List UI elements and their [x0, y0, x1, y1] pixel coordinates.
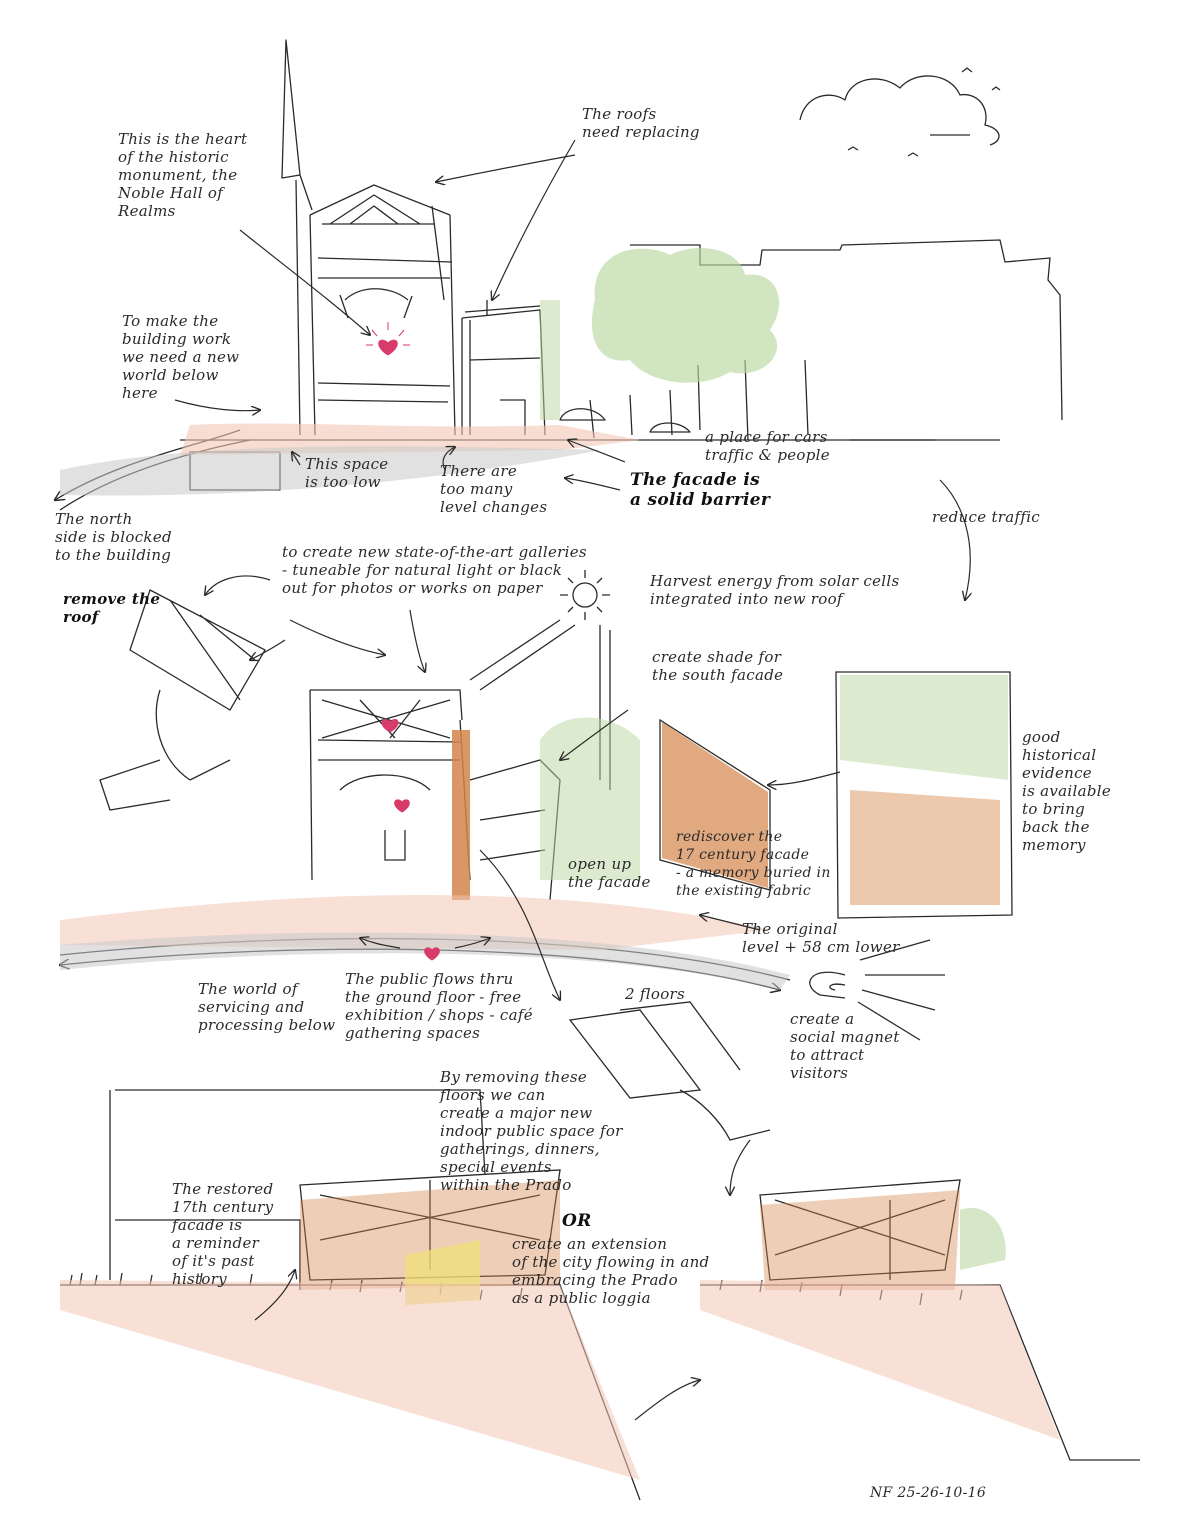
car-sketch: [559, 408, 691, 433]
orange-column-wash: [452, 730, 470, 900]
bird-sketch: [847, 67, 1001, 157]
atrium-left-wash: [300, 1180, 560, 1290]
roof-panel-sketch: [129, 589, 266, 711]
heart-rays: [366, 322, 410, 346]
color-washes-2: [60, 675, 1008, 990]
note-shade-south: create shade for the south facade: [652, 648, 784, 684]
heart-icon: [378, 339, 398, 356]
hand-sketch: [99, 689, 231, 811]
note-social-magnet: create a social magnet to attract visito…: [790, 1010, 900, 1082]
green-tree-wash: [591, 247, 780, 383]
note-heart-of-monument: This is the heart of the historic monume…: [118, 130, 248, 220]
section-1-leader-arrows: [174, 139, 970, 600]
sun-rays: [560, 570, 610, 620]
note-open-facade: open up the facade: [568, 855, 651, 891]
note-good-evidence: good historical evidence is available to…: [1022, 728, 1112, 854]
hand-sketch-2: [679, 1089, 771, 1141]
atrium-left: [299, 1169, 561, 1281]
floors-panels-sketch: [568, 1001, 741, 1099]
green-right-wash: [960, 1208, 1006, 1270]
cloud-sketch: [799, 75, 1000, 146]
sun-icon: [572, 582, 598, 608]
tree-trunks: [589, 359, 809, 441]
pink-floor-wash-3: [60, 1280, 640, 1480]
hall-vault: [339, 288, 413, 319]
pink-floor-wash-4: [700, 1280, 1060, 1440]
heart-icon: [424, 947, 440, 961]
solar-beams: [469, 619, 611, 790]
note-north-side: The north side is blocked to the buildin…: [55, 510, 172, 564]
note-remove-roof: remove the roof: [63, 590, 161, 626]
note-public-flows: The public flows thru the ground floor -…: [345, 970, 533, 1042]
note-removing-floors: By removing these floors we can create a…: [440, 1068, 623, 1194]
note-cars-traffic: a place for cars traffic & people: [705, 428, 830, 464]
pink-ground-wash: [180, 423, 640, 455]
grey-ground-wash: [60, 446, 600, 496]
spire-sketch: [281, 39, 313, 211]
historic-brick-wash: [850, 790, 1000, 905]
note-facade-barrier: The facade is a solid barrier: [630, 470, 771, 510]
gallery-hearts: [381, 719, 440, 961]
gallery-ceiling-lines: [321, 699, 451, 739]
magnet-rays: [857, 939, 945, 1041]
note-restored-facade: The restored 17th century facade is a re…: [172, 1180, 274, 1288]
annex-outline: [461, 309, 546, 436]
gallery-outline: [309, 689, 471, 881]
heart-icon: [394, 799, 410, 813]
signature-date: NF 25-26-10-16: [870, 1485, 987, 1501]
left-building-outline: [109, 1089, 486, 1290]
color-washes-3: [60, 1180, 1060, 1480]
section-3-leader-arrows: [254, 1139, 751, 1421]
hall-roof-truss: [322, 194, 434, 225]
note-new-world-below: To make the building work we need a new …: [122, 312, 240, 402]
note-new-galleries: to create new state-of-the-art galleries…: [282, 543, 587, 597]
atrium-right: [759, 1179, 961, 1281]
note-servicing-below: The world of servicing and processing be…: [198, 980, 336, 1034]
note-city-extension: create an extension of the city flowing …: [512, 1235, 710, 1307]
hall-outline: [295, 179, 456, 436]
color-washes-1: [60, 247, 780, 496]
historic-view-wash: [840, 675, 1008, 780]
note-or: OR: [562, 1211, 592, 1231]
note-rediscover-facade: rediscover the 17 century facade - a mem…: [676, 829, 831, 899]
heart-icon: [381, 719, 399, 733]
section-2-leader-arrows: [205, 575, 841, 1000]
historic-view-frame: [835, 671, 1013, 919]
brick-facade-wash: [662, 722, 768, 888]
hall-floors: [317, 257, 453, 403]
annex-top: [464, 300, 541, 315]
note-two-floors: 2 floors: [625, 985, 685, 1003]
note-space-too-low: This space is too low: [305, 455, 389, 491]
grey-slab-wash: [60, 932, 790, 990]
brick-facade-box: [659, 718, 771, 891]
note-solar-cells: Harvest energy from solar cells integrat…: [650, 572, 900, 608]
green-wall-wash: [540, 300, 560, 420]
magnet-sketch: [809, 971, 846, 999]
atrium-right-wash: [760, 1190, 960, 1290]
note-original-level: The original level + 58 cm lower: [742, 920, 900, 956]
note-reduce-traffic: reduce traffic: [932, 508, 1040, 526]
note-roofs-replacing: The roofs need replacing: [582, 105, 700, 141]
note-level-changes: There are too many level changes: [440, 462, 548, 516]
gallery-arch: [339, 774, 431, 861]
